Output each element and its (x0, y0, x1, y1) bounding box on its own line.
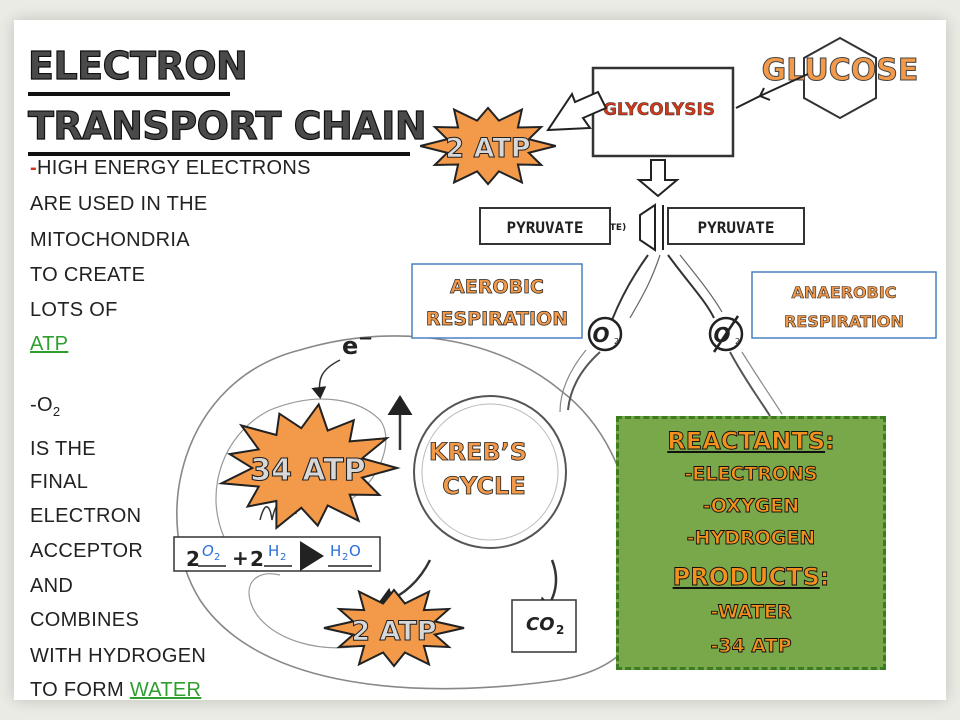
o2-anaerobic-sub: 2 (735, 337, 740, 346)
eq-h2o-sub: 2 (342, 552, 348, 563)
starburst-34-atp (217, 402, 401, 530)
o2-strike (712, 315, 740, 353)
reactant-item-oxygen: -OXYGEN (702, 495, 800, 518)
body2-line-7: WITH HYDROGEN (30, 645, 207, 667)
fork-left-inner (629, 254, 661, 319)
o2-aerobic-sub: 2 (614, 337, 619, 346)
anaerobic-label-2: RESPIRATION (784, 312, 904, 331)
product-item-water: -WATER (710, 601, 792, 624)
glucose-hexagon (803, 36, 877, 120)
glycolysis-to-atp-arrow (546, 90, 608, 132)
eq-o2: O (202, 542, 214, 560)
reactant-item-hydrogen: -HYDROGEN (686, 527, 816, 550)
glucose-label: GLUCOSE (762, 53, 919, 88)
aerobic-label-2: RESPIRATION (426, 308, 568, 330)
pyruvate-right-label: PYRUVATE (697, 218, 774, 237)
o2-aerobic-label: O (592, 323, 609, 347)
pyruvate-hidden: TE) (610, 223, 626, 233)
pyruvate-left-box (479, 207, 611, 245)
eq-h2-sub: 2 (280, 552, 286, 563)
body-line-1: -HIGH ENERGY ELECTRONS (30, 157, 311, 179)
title-line-2: TRANSPORT CHAIN (27, 103, 427, 148)
pyruvate-right-box (667, 207, 805, 245)
anaerobic-box (751, 271, 937, 339)
reactants-heading: REACTANTS: (667, 427, 835, 456)
eq-o2-sub: 2 (214, 552, 220, 563)
glycolysis-box (591, 66, 735, 158)
electron-label: e (342, 332, 358, 360)
co2-label: CO (526, 614, 555, 635)
eq-coef-2: 2 (250, 547, 264, 571)
atp-top-label: 2 ATP (445, 133, 530, 164)
body2-line-6: COMBINES (30, 609, 140, 631)
aerobic-path-inner (559, 349, 587, 413)
title-underline-2 (28, 152, 410, 156)
aerobic-box (411, 263, 583, 339)
atp-bottom-label: 2 ATP (351, 616, 436, 647)
title-underline-1 (28, 92, 230, 96)
o2-aerobic-circle (587, 316, 623, 352)
eq-h2o-h: H (330, 542, 341, 560)
electron-curve (311, 359, 341, 399)
co2-box (511, 599, 577, 653)
atp-link[interactable]: ATP (30, 333, 69, 355)
body-line-2: ARE USED IN THE (30, 193, 208, 215)
eq-h2o-o: O (349, 542, 361, 560)
reactants-products-box: REACTANTS: -ELECTRONS -OXYGEN -HYDROGEN … (616, 416, 886, 670)
krebs-label-2: CYCLE (442, 472, 525, 500)
aerobic-label-1: AEROBIC (450, 276, 544, 298)
anaerobic-path (729, 351, 771, 417)
water-link[interactable]: WATER (129, 679, 202, 701)
eq-h2: H (268, 542, 279, 560)
krebs-cycle-circle (413, 395, 567, 549)
products-heading: PRODUCTS: (672, 563, 830, 592)
glycolysis-down-arrow (636, 159, 680, 198)
eq-plus: + (232, 546, 249, 570)
body2-line-3: ELECTRON (30, 505, 142, 527)
pyruvate-left-label: PYRUVATE (506, 218, 583, 237)
mitochondrion-outline (176, 335, 644, 690)
product-item-34-atp: -34 ATP (710, 635, 792, 658)
electron-sup: − (358, 328, 373, 349)
starburst-atp-top (419, 106, 557, 186)
reactant-item-electrons: -ELECTRONS (684, 463, 818, 486)
red-dash: - (30, 157, 37, 179)
o2-anaerobic-label: O (713, 323, 730, 347)
body2-line-8: TO FORM WATER (30, 679, 202, 701)
fork-left (611, 254, 649, 321)
body2-line-1: IS THE (30, 438, 96, 460)
body-line-5: LOTS OF (30, 299, 118, 321)
o2-line: -O2 (30, 394, 61, 419)
eq-coef-1: 2 (186, 547, 200, 571)
krebs-cycle-inner (421, 403, 559, 541)
krebs-label-1: KREB’S (429, 438, 527, 466)
starburst-atp-bottom (323, 588, 465, 668)
fork-right-inner (679, 254, 723, 313)
body2-line-4: ACCEPTOR (30, 540, 144, 562)
aerobic-path-outer (567, 351, 601, 411)
inner-membrane (215, 398, 387, 561)
body2-line-2: FINAL (30, 471, 89, 493)
title-line-1: ELECTRON (27, 43, 248, 88)
anaerobic-label-1: ANAEROBIC (792, 283, 897, 302)
body-line-4: TO CREATE (30, 264, 146, 286)
glycolysis-label: GLYCOLYSIS (603, 100, 715, 120)
atp-34-label: 34 ATP (250, 453, 366, 488)
body-line-3: MITOCHONDRIA (30, 229, 190, 251)
body2-line-5: AND (30, 575, 74, 597)
pyruvate-split (639, 203, 656, 252)
fork-right (667, 254, 715, 319)
co2-sub: 2 (556, 623, 564, 637)
